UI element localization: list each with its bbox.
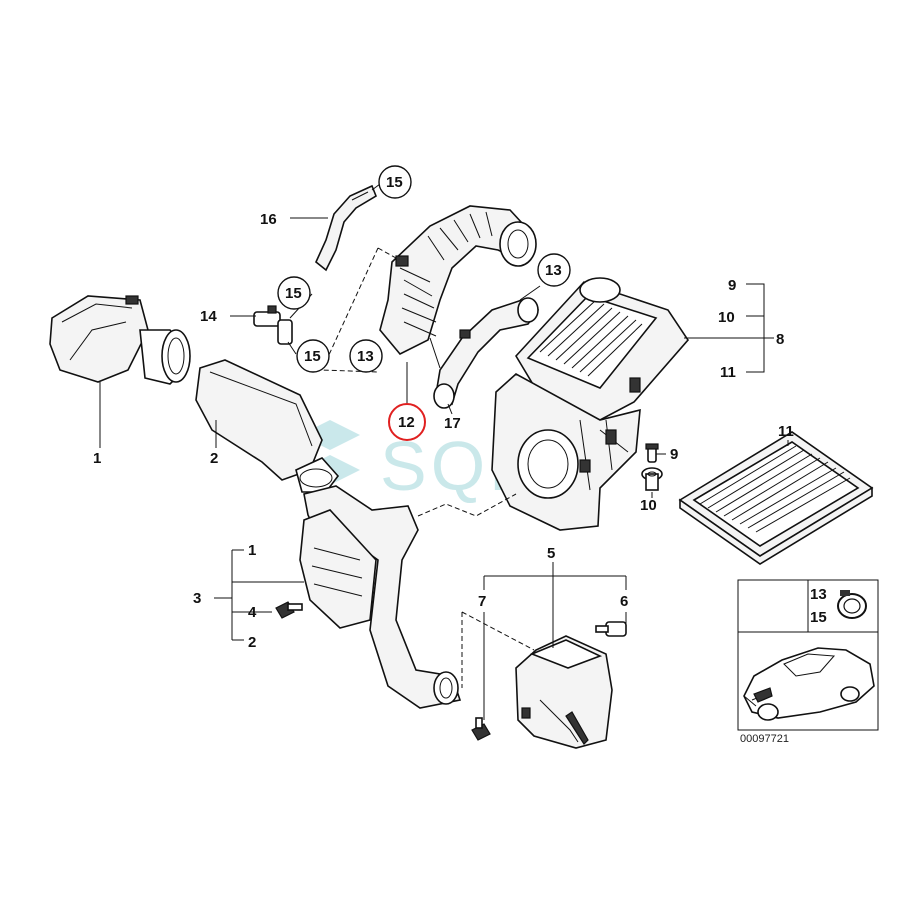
part-17-hose [433, 297, 540, 409]
inset-label-13: 13 [810, 586, 827, 603]
callout-9-group: 9 [728, 277, 736, 294]
part-1-intake-snorkel [49, 295, 191, 385]
svg-text:15: 15 [304, 348, 321, 365]
callout-6: 6 [620, 593, 628, 610]
callout-14: 14 [200, 308, 217, 325]
part-16-vent-hose [315, 184, 377, 272]
callout-13-right: 13 [537, 253, 571, 287]
svg-text:15: 15 [285, 285, 302, 302]
part-4-screw [275, 601, 303, 619]
part-2-intake-duct [195, 359, 462, 709]
callout-3-sub-1: 1 [248, 542, 256, 559]
callout-2: 2 [210, 450, 218, 467]
catalog-number: 00097721 [740, 733, 789, 745]
svg-text:13: 13 [357, 348, 374, 365]
inset-panel: 13 15 00097721 [737, 579, 879, 745]
part-7-screw [471, 717, 491, 741]
part-5-resonator-box [515, 635, 613, 749]
callout-15-middle: 15 [277, 276, 311, 310]
callout-11-group: 11 [720, 364, 736, 381]
svg-text:13: 13 [545, 262, 562, 279]
callout-11: 11 [778, 423, 794, 440]
callout-17: 17 [444, 415, 461, 432]
part-14-connector [253, 305, 293, 345]
svg-text:15: 15 [386, 174, 403, 191]
part-6-screw [595, 621, 627, 637]
car-silhouette-icon [743, 647, 875, 721]
part-8-air-filter-housing [491, 277, 690, 531]
callout-10-group: 10 [718, 309, 735, 326]
hose-clamp-icon [837, 590, 867, 619]
callout-labels: 1 2 1 3 4 2 5 6 7 8 9 10 11 9 10 11 16 1… [93, 165, 794, 651]
callout-12-highlighted: 12 [388, 403, 426, 441]
callout-8: 8 [776, 331, 784, 348]
leader-lines [99, 183, 789, 720]
callout-7: 7 [478, 593, 486, 610]
part-12-intake-boot [379, 205, 537, 355]
part-11-filter-element [678, 431, 874, 565]
callout-9: 9 [670, 446, 678, 463]
callout-3-sub-2: 2 [248, 634, 256, 651]
callout-15-bottom: 15 [296, 339, 330, 373]
callout-13-left: 13 [349, 339, 383, 373]
callout-15-top: 15 [378, 165, 412, 199]
part-10-grommet [641, 467, 663, 491]
callout-16: 16 [260, 211, 277, 228]
part-9-bolt [645, 443, 659, 463]
callout-5: 5 [547, 545, 555, 562]
svg-text:12: 12 [398, 414, 415, 431]
inset-label-15: 15 [810, 609, 827, 626]
callout-4: 4 [248, 604, 257, 621]
callout-1: 1 [93, 450, 101, 467]
callout-3: 3 [193, 590, 201, 607]
callout-10: 10 [640, 497, 657, 514]
